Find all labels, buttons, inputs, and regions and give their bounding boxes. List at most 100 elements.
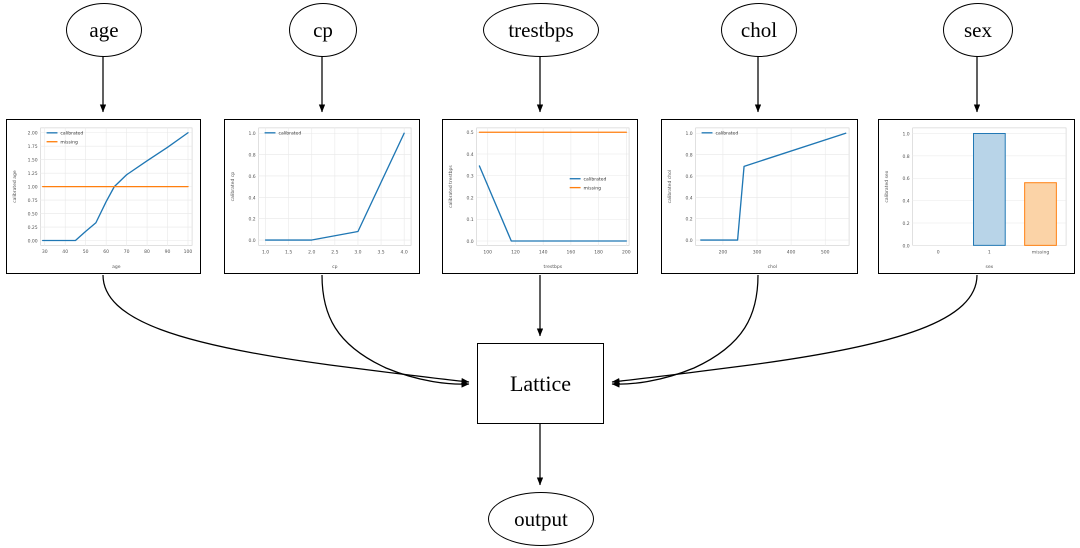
node-age-label: age bbox=[89, 17, 119, 42]
svg-text:500: 500 bbox=[821, 249, 830, 255]
svg-text:100: 100 bbox=[483, 249, 492, 255]
svg-text:0.4: 0.4 bbox=[902, 199, 909, 205]
svg-text:180: 180 bbox=[594, 249, 603, 255]
svg-text:0.8: 0.8 bbox=[685, 153, 692, 159]
node-chol[interactable]: chol bbox=[721, 3, 797, 57]
svg-text:0.8: 0.8 bbox=[248, 153, 255, 159]
node-sex[interactable]: sex bbox=[943, 3, 1013, 57]
svg-text:calibrated trestbps: calibrated trestbps bbox=[448, 165, 454, 208]
svg-text:missing: missing bbox=[584, 185, 602, 191]
node-output[interactable]: output bbox=[488, 492, 594, 546]
svg-text:calibrated chol: calibrated chol bbox=[667, 170, 673, 204]
svg-text:1.75: 1.75 bbox=[28, 144, 38, 150]
svg-text:cp: cp bbox=[332, 265, 337, 270]
svg-text:1.0: 1.0 bbox=[248, 131, 255, 137]
svg-text:0.0: 0.0 bbox=[466, 239, 473, 245]
svg-text:160: 160 bbox=[567, 249, 576, 255]
svg-text:40: 40 bbox=[62, 249, 68, 255]
svg-text:trestbps: trestbps bbox=[544, 264, 563, 270]
svg-text:1.0: 1.0 bbox=[685, 131, 692, 137]
svg-text:calibrated: calibrated bbox=[584, 177, 607, 183]
svg-text:2.0: 2.0 bbox=[308, 249, 315, 255]
svg-text:0.25: 0.25 bbox=[28, 225, 38, 231]
lattice-label: Lattice bbox=[509, 370, 572, 396]
plot-chol: 0.0 0.2 0.4 0.6 0.8 1.0 200 300 400 500 chol calibr… bbox=[662, 120, 857, 273]
svg-text:3.5: 3.5 bbox=[377, 249, 384, 255]
svg-text:calibrated sex: calibrated sex bbox=[884, 170, 890, 202]
svg-text:1.50: 1.50 bbox=[28, 158, 38, 164]
svg-text:70: 70 bbox=[124, 249, 130, 255]
svg-text:0.8: 0.8 bbox=[902, 154, 909, 160]
svg-text:calibrated: calibrated bbox=[278, 131, 301, 137]
edge-chol-plot-to-lattice bbox=[611, 274, 759, 388]
svg-text:0.0: 0.0 bbox=[248, 238, 255, 244]
svg-text:0.2: 0.2 bbox=[248, 217, 255, 223]
svg-text:0.0: 0.0 bbox=[902, 243, 909, 249]
svg-text:200: 200 bbox=[622, 249, 631, 255]
plot-panel-chol[interactable]: 0.0 0.2 0.4 0.6 0.8 1.0 200 300 400 500 chol calibr… bbox=[661, 119, 858, 274]
svg-text:50: 50 bbox=[83, 249, 89, 255]
svg-text:1.00: 1.00 bbox=[28, 185, 38, 191]
edge-cp-plot-to-lattice bbox=[321, 274, 470, 388]
svg-text:4.0: 4.0 bbox=[401, 249, 408, 255]
svg-text:0.75: 0.75 bbox=[28, 198, 38, 204]
svg-text:1.0: 1.0 bbox=[902, 131, 909, 137]
svg-text:0.2: 0.2 bbox=[466, 195, 473, 201]
svg-text:0.5: 0.5 bbox=[466, 130, 473, 136]
svg-text:1.0: 1.0 bbox=[262, 249, 269, 255]
svg-text:0.4: 0.4 bbox=[685, 195, 692, 201]
svg-text:0.6: 0.6 bbox=[685, 174, 692, 180]
svg-text:400: 400 bbox=[787, 249, 796, 255]
svg-text:0: 0 bbox=[937, 249, 940, 255]
svg-text:0.1: 0.1 bbox=[466, 217, 473, 223]
svg-text:300: 300 bbox=[753, 249, 762, 255]
svg-text:calibrated cp: calibrated cp bbox=[230, 172, 236, 202]
svg-text:chol: chol bbox=[768, 264, 777, 270]
svg-text:0.2: 0.2 bbox=[902, 221, 909, 227]
node-age[interactable]: age bbox=[66, 3, 142, 57]
svg-text:120: 120 bbox=[511, 249, 520, 255]
svg-text:90: 90 bbox=[165, 249, 171, 255]
svg-text:1.5: 1.5 bbox=[285, 249, 292, 255]
svg-text:missing: missing bbox=[1032, 249, 1050, 255]
svg-text:0.50: 0.50 bbox=[28, 212, 38, 218]
node-cp-label: cp bbox=[313, 17, 333, 42]
node-trestbps[interactable]: trestbps bbox=[483, 3, 599, 57]
svg-text:0.4: 0.4 bbox=[466, 152, 473, 158]
svg-text:0.4: 0.4 bbox=[248, 195, 255, 201]
svg-text:140: 140 bbox=[539, 249, 548, 255]
svg-text:200: 200 bbox=[719, 249, 728, 255]
svg-text:2.00: 2.00 bbox=[28, 131, 38, 137]
svg-text:100: 100 bbox=[184, 249, 193, 255]
svg-text:age: age bbox=[112, 265, 121, 270]
node-cp[interactable]: cp bbox=[289, 3, 357, 57]
svg-text:sex: sex bbox=[985, 265, 993, 270]
svg-text:1.25: 1.25 bbox=[28, 171, 38, 177]
plot-panel-sex[interactable]: 0.0 0.2 0.4 0.6 0.8 1.0 0 1 missing sex calibrated… bbox=[878, 119, 1075, 274]
svg-text:0.2: 0.2 bbox=[685, 217, 692, 223]
svg-text:3.0: 3.0 bbox=[354, 249, 361, 255]
svg-text:0.00: 0.00 bbox=[28, 238, 38, 244]
plot-sex: 0.0 0.2 0.4 0.6 0.8 1.0 0 1 missing sex calibrated… bbox=[879, 120, 1074, 273]
svg-text:0.0: 0.0 bbox=[685, 238, 692, 244]
node-output-label: output bbox=[514, 506, 568, 531]
edge-sex-plot-to-lattice bbox=[611, 274, 978, 385]
node-trestbps-label: trestbps bbox=[508, 17, 574, 42]
lattice-node[interactable]: Lattice bbox=[477, 343, 604, 424]
svg-text:1: 1 bbox=[988, 249, 991, 255]
svg-text:2.5: 2.5 bbox=[331, 249, 338, 255]
svg-text:calibrated: calibrated bbox=[60, 131, 83, 137]
svg-text:calibrated age: calibrated age bbox=[12, 170, 18, 203]
svg-text:60: 60 bbox=[103, 249, 109, 255]
node-sex-label: sex bbox=[964, 17, 992, 42]
svg-text:0.6: 0.6 bbox=[902, 176, 909, 182]
svg-text:missing: missing bbox=[60, 139, 78, 145]
